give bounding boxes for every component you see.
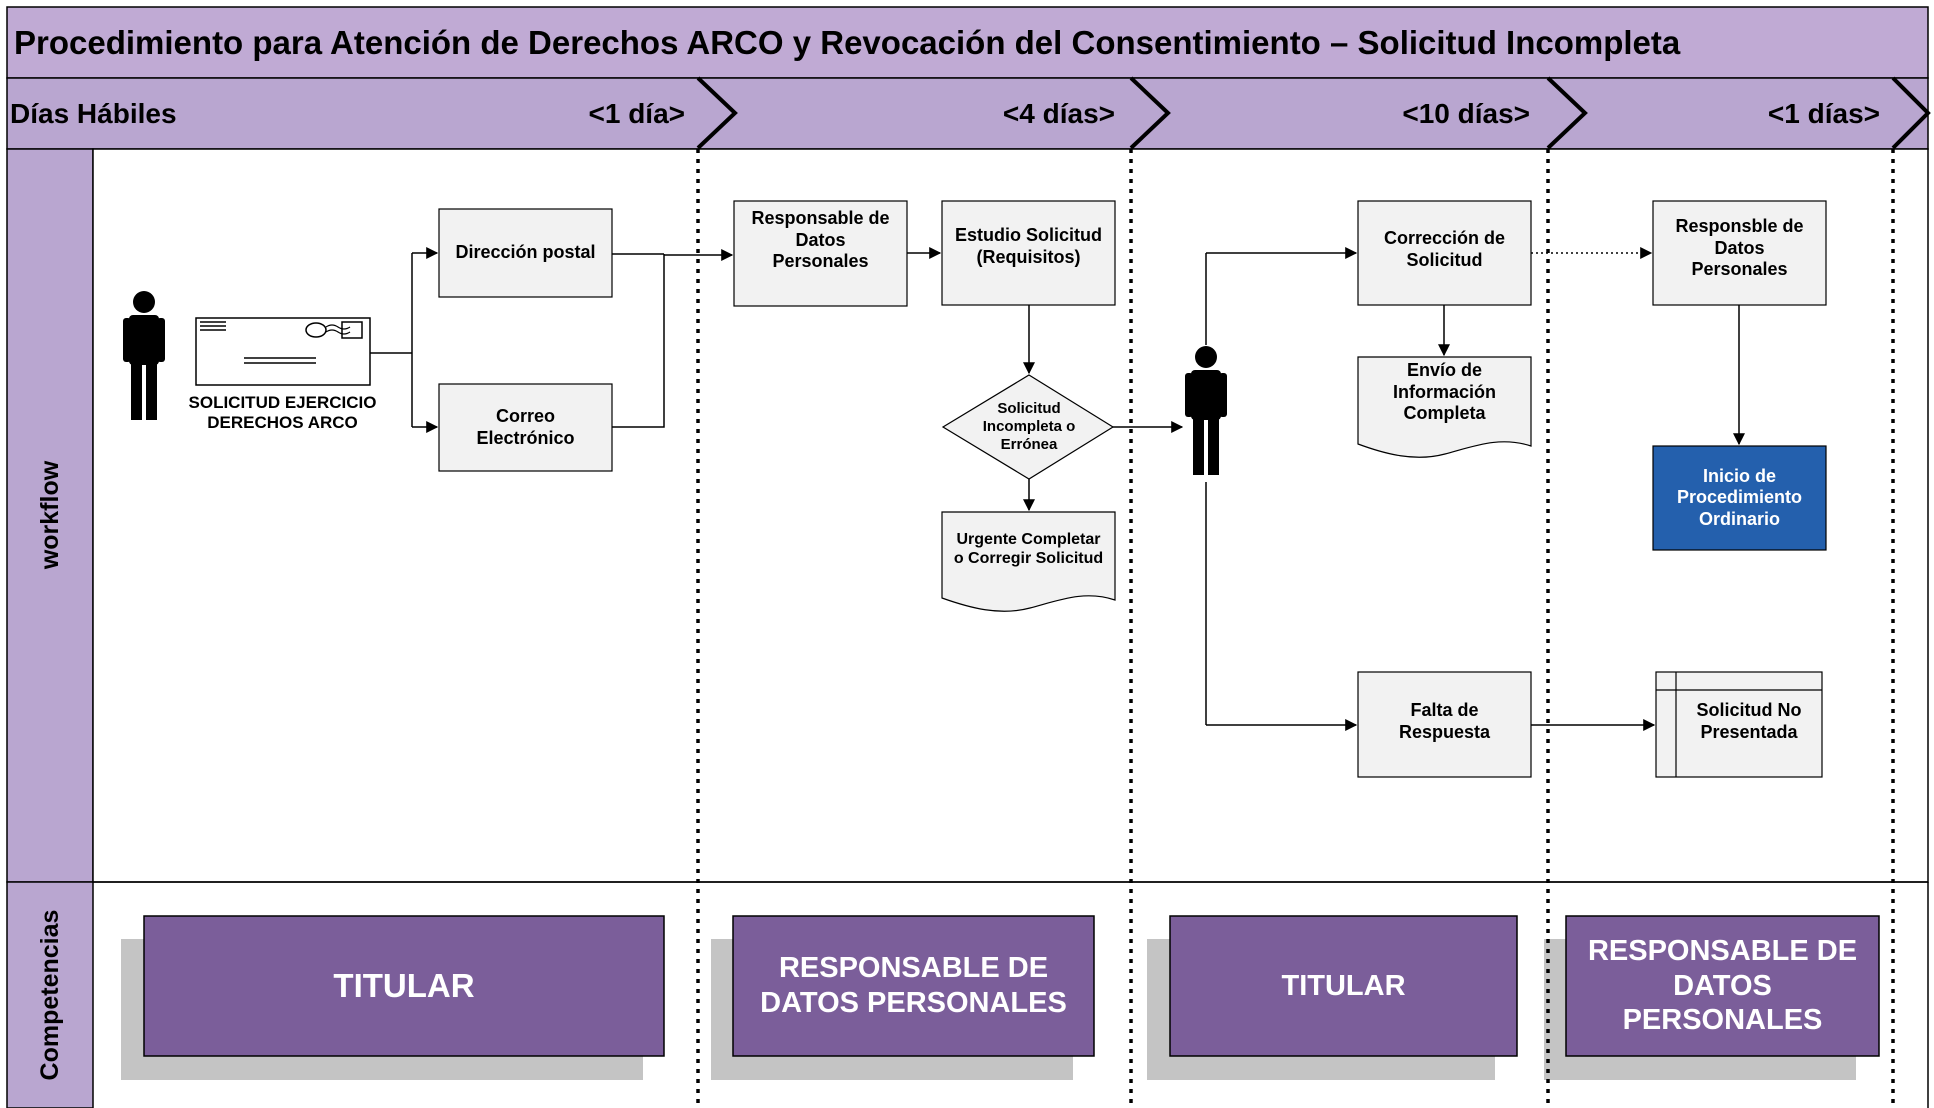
decision-label: Solicitud Incompleta o Errónea: [982, 400, 1076, 453]
phase-label: <1 día>: [588, 97, 685, 129]
person-icon: [1185, 346, 1227, 475]
urgente-label: Urgente Completar o Corregir Solicitud: [953, 531, 1104, 568]
envelope-icon: [195, 317, 371, 386]
role-responsable: RESPONSABLE DE DATOS PERSONALES: [1587, 934, 1858, 1037]
connectors: [370, 247, 1745, 731]
responsable-datos-label: Responsable de Datos Personales: [751, 208, 890, 272]
person-icon: [123, 291, 165, 420]
falta-respuesta-label: Falta de Respuesta: [1398, 700, 1491, 742]
solicitud-label: SOLICITUD EJERCICIO DERECHOS ARCO: [188, 392, 377, 432]
competencias-row-label: Competencias: [36, 909, 64, 1081]
responsable-datos-label-2: Responsble de Datos Personales: [1675, 216, 1804, 280]
phase-label: <1 días>: [1767, 97, 1880, 129]
role-titular: TITULAR: [333, 967, 475, 1005]
role-titular: TITULAR: [1281, 969, 1406, 1002]
estudio-solicitud-label: Estudio Solicitud (Requisitos): [955, 225, 1102, 267]
role-boxes: [121, 915, 1880, 1080]
workflow-row-band: [6, 148, 94, 883]
role-responsable: RESPONSABLE DE DATOS PERSONALES: [760, 952, 1067, 1019]
title-band: [6, 6, 1929, 79]
storage-shape: [1655, 671, 1823, 778]
phase-label: <10 días>: [1402, 97, 1530, 129]
workflow-row-label: workflow: [36, 460, 64, 570]
phase-label: <4 días>: [1002, 97, 1115, 129]
process-boxes: [438, 200, 1827, 778]
envio-label: Envío de Información Completa: [1392, 360, 1496, 424]
inicio-procedimiento-label: Inicio de Procedimiento Ordinario: [1676, 465, 1803, 529]
diagram-title: Procedimiento para Atención de Derechos …: [14, 23, 1681, 61]
inicio-box: [1652, 445, 1827, 551]
dias-habiles-label: Días Hábiles: [10, 97, 177, 129]
document-shape: [941, 511, 1116, 612]
direccion-postal-label: Dirección postal: [455, 242, 596, 263]
phase-chevrons: [696, 76, 1931, 150]
header-band: [6, 77, 1929, 150]
correo-electronico-label: Correo Electrónico: [476, 405, 575, 448]
document-shape: [1357, 356, 1532, 458]
correccion-label: Corrección de Solicitud: [1383, 228, 1506, 270]
solicitud-no-presentada-label: Solicitud No Presentada: [1696, 700, 1802, 742]
competencias-row-band: [6, 881, 94, 1108]
